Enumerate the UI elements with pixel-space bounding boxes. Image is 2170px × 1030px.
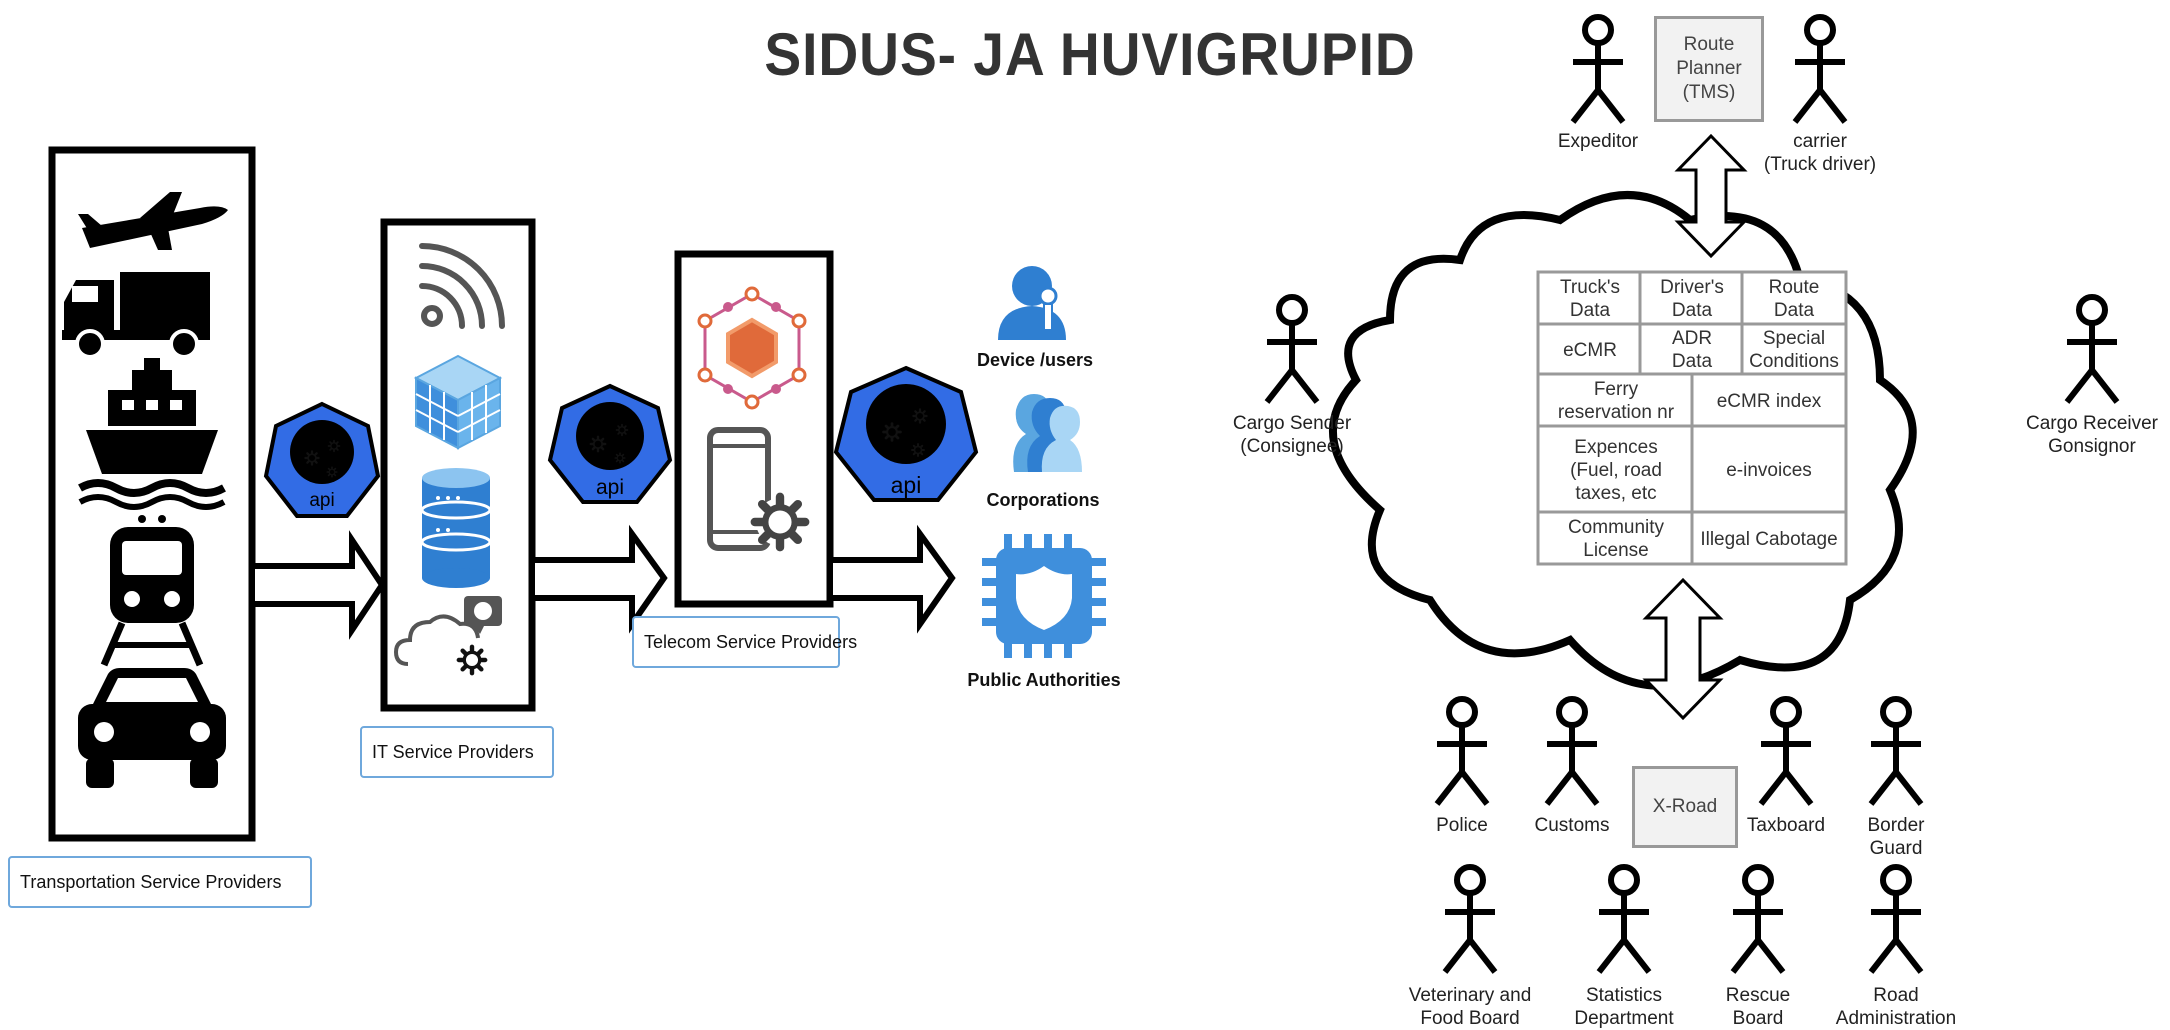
authorities-label: Public Authorities bbox=[967, 670, 1121, 690]
truck-icon bbox=[62, 272, 210, 359]
page-title: SIDUS- JA HUVIGRUPID bbox=[764, 21, 1416, 88]
actor-police bbox=[1437, 699, 1487, 804]
it-providers-panel bbox=[380, 218, 536, 712]
database-icon bbox=[420, 468, 492, 588]
cloud-gear-icon bbox=[393, 596, 502, 673]
route-planner-line-1: Route bbox=[1683, 34, 1735, 55]
transport-providers-label: Transportation Service Providers bbox=[8, 856, 312, 908]
top-double-arrow bbox=[1674, 133, 1748, 259]
actor-cargo-receiver bbox=[2067, 297, 2117, 402]
wifi-icon bbox=[419, 243, 505, 329]
route-planner-line-3: (TMS) bbox=[1682, 82, 1736, 103]
actor-border-guard bbox=[1871, 699, 1921, 804]
actor-customs bbox=[1547, 699, 1597, 804]
corporations-icon bbox=[1013, 394, 1082, 472]
actor-veterinary bbox=[1445, 867, 1495, 972]
bottom-double-arrow bbox=[1642, 577, 1724, 721]
label-police: Police bbox=[1436, 815, 1488, 836]
actor-statistics bbox=[1599, 867, 1649, 972]
flow-arrow-1 bbox=[249, 530, 386, 640]
xroad-label: X-Road bbox=[1652, 796, 1718, 817]
api-hexagon-3[interactable] bbox=[833, 365, 979, 502]
devices-label: Device /users bbox=[976, 350, 1094, 370]
api-hexagon-1[interactable] bbox=[263, 401, 381, 518]
route-planner-line-2: Planner bbox=[1676, 58, 1742, 79]
airplane-icon bbox=[78, 192, 228, 250]
label-expeditor: Expeditor bbox=[1557, 131, 1639, 152]
user-key-icon bbox=[998, 266, 1066, 340]
car-icon bbox=[78, 668, 226, 788]
actor-cargo-sender bbox=[1267, 297, 1317, 402]
shield-chip-icon bbox=[982, 534, 1106, 658]
label-carrier: carrier(Truck driver) bbox=[1763, 131, 1877, 175]
api-label-2: api bbox=[595, 476, 625, 499]
flow-arrow-2 bbox=[529, 524, 668, 634]
data-table bbox=[1536, 270, 1848, 566]
actor-taxboard bbox=[1761, 699, 1811, 804]
table-cell: Illegal Cabotage bbox=[1700, 528, 1838, 550]
api-hexagon-2[interactable] bbox=[547, 383, 673, 504]
corporations-label: Corporations bbox=[986, 490, 1100, 510]
table-cell: e-invoices bbox=[1726, 459, 1812, 481]
label-taxboard: Taxboard bbox=[1746, 815, 1826, 836]
hexagon-network-icon bbox=[697, 286, 807, 410]
api-label-3: api bbox=[890, 472, 922, 498]
label-customs: Customs bbox=[1534, 815, 1610, 836]
actor-rescue bbox=[1733, 867, 1783, 972]
actor-road-admin bbox=[1871, 867, 1921, 972]
route-planner-box: Route Planner (TMS) bbox=[1654, 16, 1764, 122]
it-providers-label: IT Service Providers bbox=[360, 726, 554, 778]
actor-carrier bbox=[1795, 17, 1845, 122]
api-label-1: api bbox=[309, 490, 335, 511]
cube-grid-icon bbox=[413, 354, 503, 450]
actor-expeditor bbox=[1573, 17, 1623, 122]
mobile-gear-icon bbox=[707, 427, 810, 552]
telecom-providers-label: Telecom Service Providers bbox=[632, 616, 857, 668]
train-icon bbox=[100, 515, 204, 667]
flow-arrow-3 bbox=[827, 524, 956, 634]
xroad-box: X-Road bbox=[1632, 766, 1738, 848]
ship-icon bbox=[78, 358, 226, 510]
table-cell: eCMR bbox=[1563, 339, 1617, 361]
table-cell: eCMR index bbox=[1716, 390, 1822, 412]
label-cargo-sender: Cargo Sender(Consignee) bbox=[1232, 413, 1352, 457]
